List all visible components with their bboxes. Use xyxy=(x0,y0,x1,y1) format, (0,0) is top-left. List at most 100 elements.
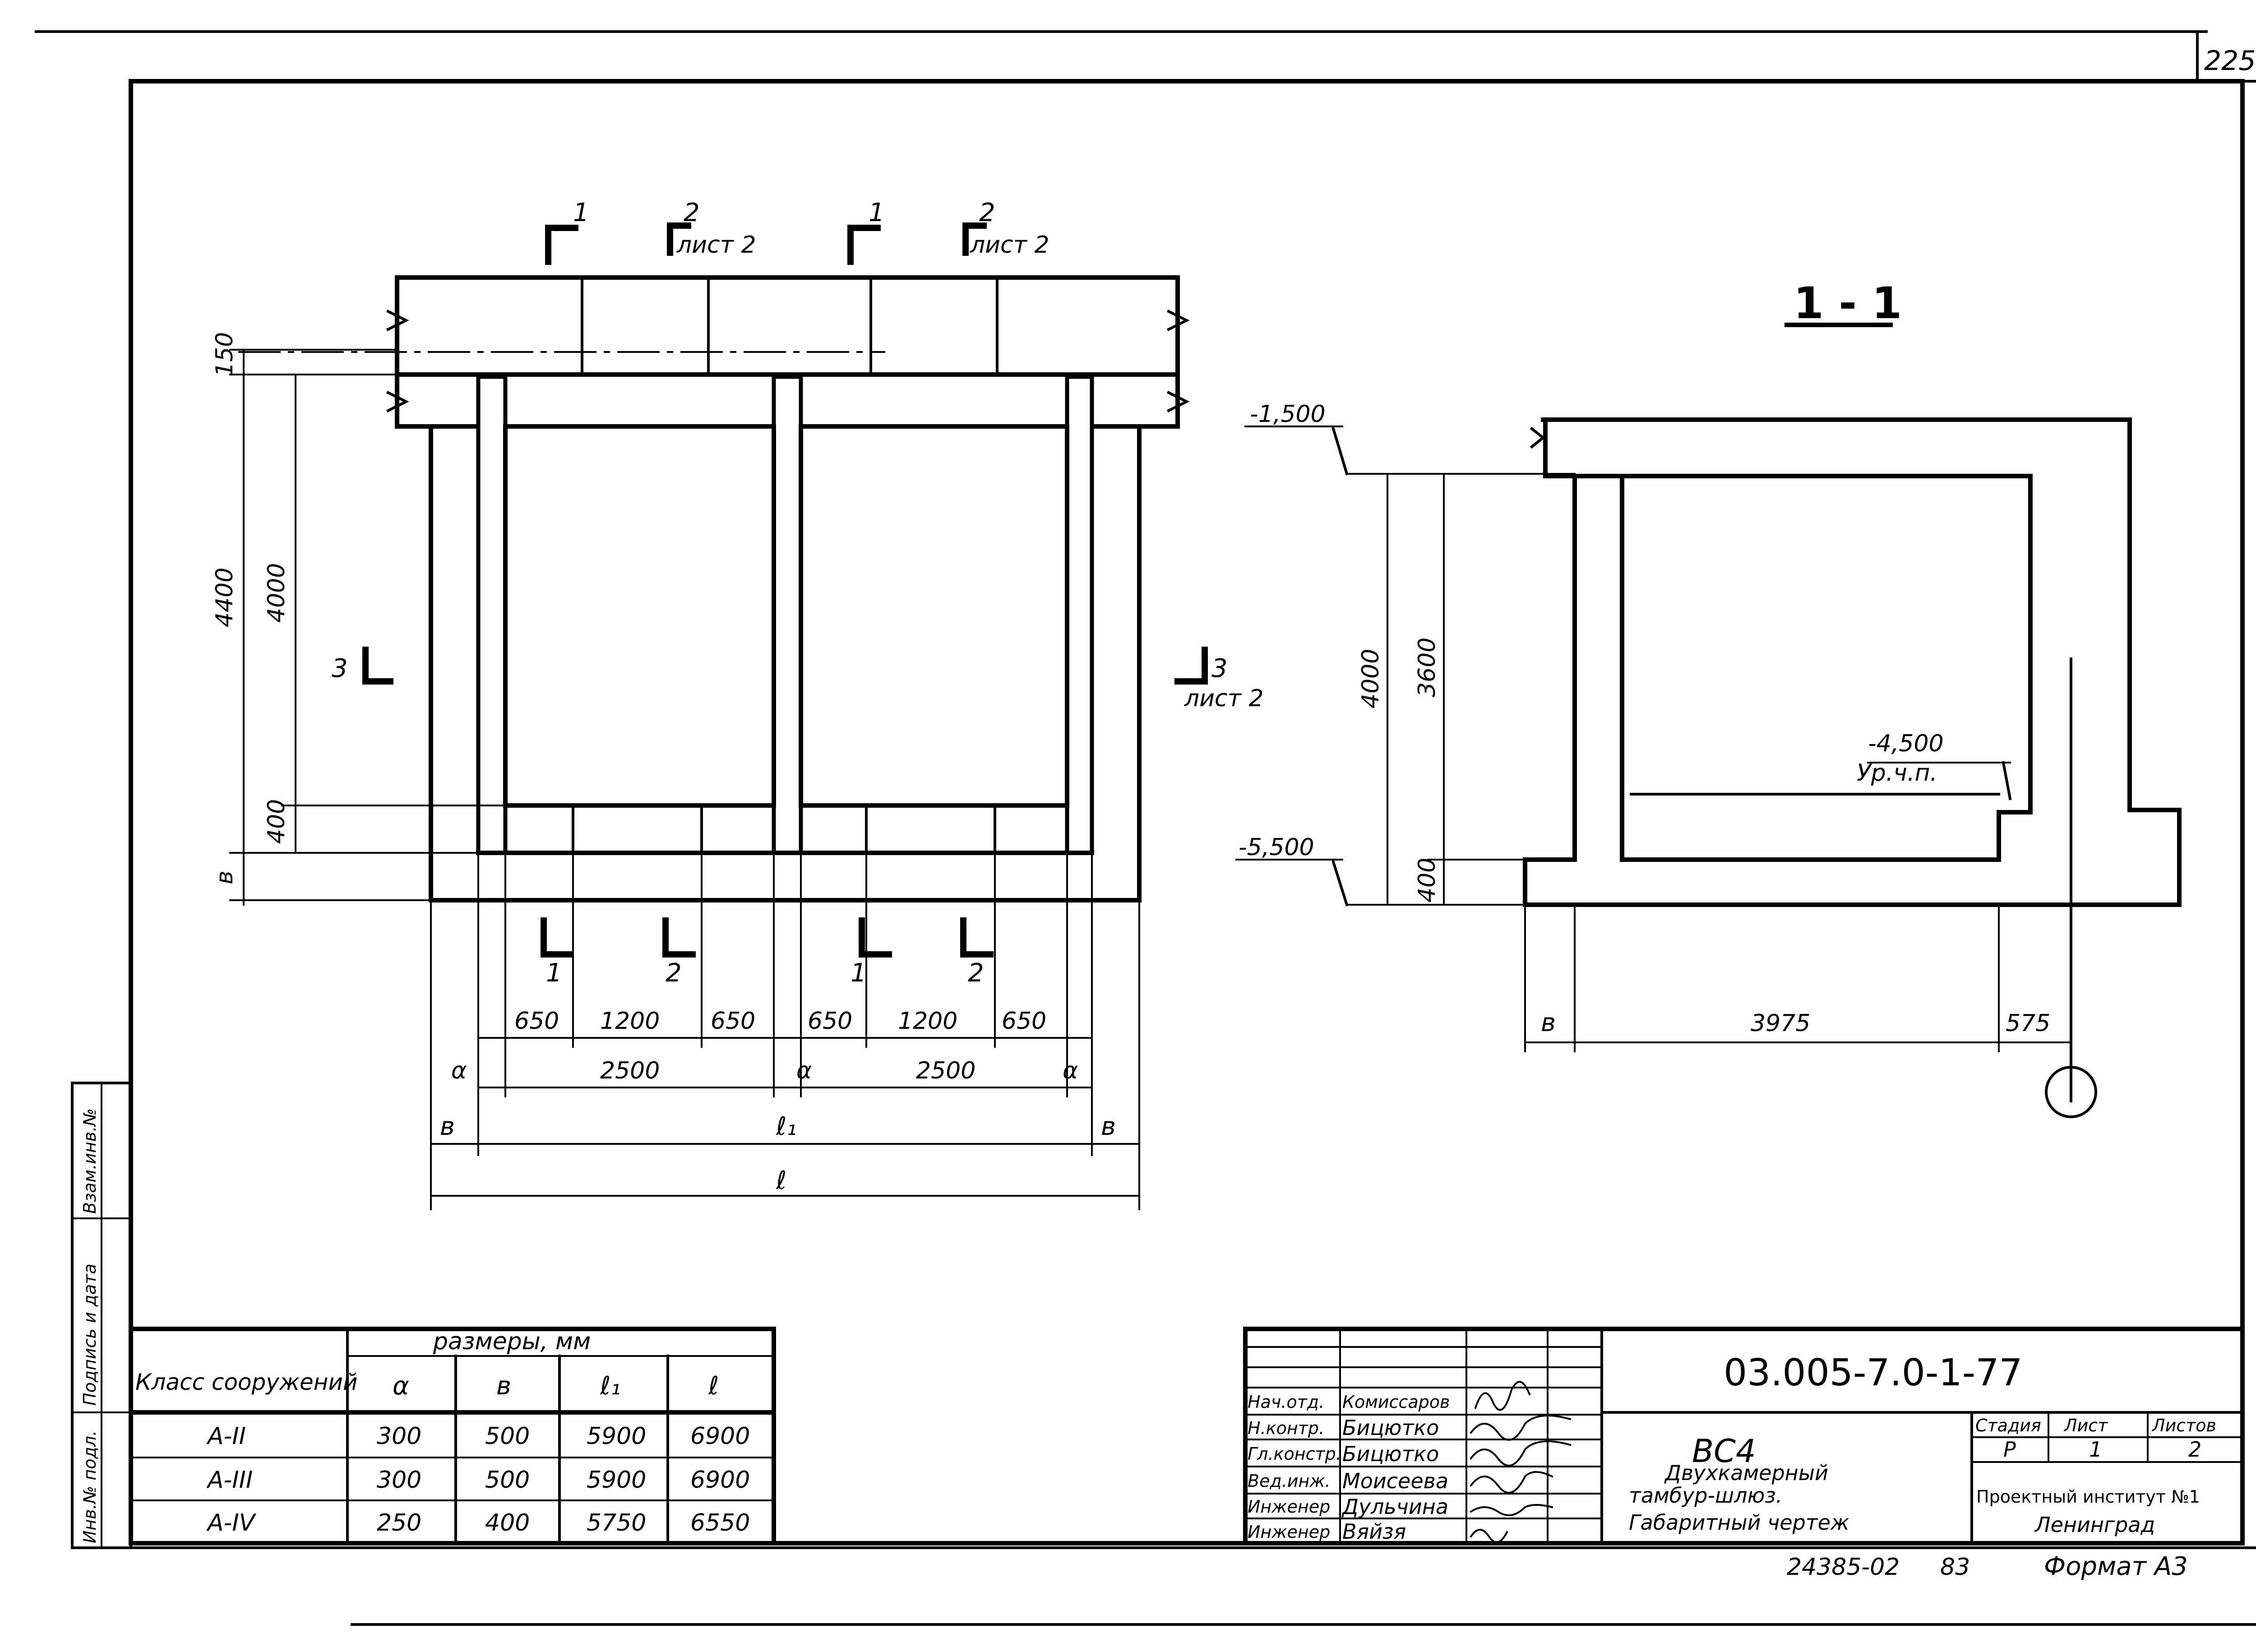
section-dim-3975: 3975 xyxy=(1751,1010,1810,1037)
plan-dim-150: 150 xyxy=(211,332,238,377)
plan-dim-1200b: 1200 xyxy=(898,1008,957,1035)
section-dim-575: 575 xyxy=(2006,1010,2050,1037)
size-table: Класс сооружений размеры, мм α в ℓ₁ ℓ А-… xyxy=(129,1327,776,1546)
staff-3-name: Бицютко xyxy=(1342,1442,1439,1466)
plan-cut-right-sheet: лист 2 xyxy=(1184,685,1264,712)
plan-cut-top-2a: 2 xyxy=(684,198,700,227)
plan-dim-a2: α xyxy=(796,1057,812,1084)
title-city: Ленинград xyxy=(2034,1513,2155,1537)
plan-dim-650a: 650 xyxy=(514,1008,559,1035)
title-name-line2: тамбур-шлюз. xyxy=(1629,1483,1782,1508)
plan-cut-top-1a: 1 xyxy=(573,198,589,227)
staff-2-name: Бицютко xyxy=(1342,1416,1439,1440)
plan-cut-bottom-2b: 2 xyxy=(968,958,984,988)
title-sheets: 2 xyxy=(2188,1437,2201,1462)
section-elev-floor: -4,500 xyxy=(1868,730,1944,757)
title-name-code: ВС4 xyxy=(1692,1433,1756,1470)
section-dim-4000: 4000 xyxy=(1357,649,1384,708)
plan-dim-650b: 650 xyxy=(711,1008,755,1035)
table-row-3-l1: 5750 xyxy=(587,1509,646,1536)
table-row-1-l1: 5900 xyxy=(587,1423,646,1450)
plan-cut-top-sheet-b: лист 2 xyxy=(970,231,1049,259)
plan-dim-v: в xyxy=(211,870,238,884)
section-dim-v: в xyxy=(1541,1008,1556,1037)
title-sheets-header: Листов xyxy=(2151,1416,2216,1435)
staff-4-name: Моисеева xyxy=(1342,1469,1448,1493)
table-row-2-l: 6900 xyxy=(690,1467,750,1494)
table-row-2-b: 500 xyxy=(485,1467,530,1494)
side-stamp-replace: Взам.инв.№ xyxy=(80,1108,100,1214)
table-col-a: α xyxy=(393,1371,409,1401)
title-code: 03.005-7.0-1-77 xyxy=(1724,1351,2023,1394)
plan-cut-bottom-1b: 1 xyxy=(851,958,867,988)
title-org: Проектный институт №1 xyxy=(1976,1487,2200,1507)
section-dim-400: 400 xyxy=(1414,858,1441,902)
title-stage: Р xyxy=(2003,1437,2016,1462)
footer: 24385-02 83 Формат А3 xyxy=(1787,1552,2188,1581)
plan-cut-left-3: 3 xyxy=(332,654,348,683)
side-stamp-sign: Подпись и дата xyxy=(80,1263,100,1406)
plan-dim-a3: α xyxy=(1063,1057,1078,1084)
plan-cut-bottom-2a: 2 xyxy=(666,958,682,988)
staff-6-role: Инженер xyxy=(1248,1522,1330,1542)
plan-dim-400: 400 xyxy=(263,799,290,844)
table-row-3-class: А-IV xyxy=(206,1509,257,1536)
section-elev-top: -1,500 xyxy=(1250,401,1326,428)
title-block: 03.005-7.0-1-77 Нач.отд. Комиссаров Н.ко… xyxy=(1243,1327,2245,1546)
footer-format: Формат А3 xyxy=(2044,1552,2188,1581)
section-floor-label: Ур.ч.п. xyxy=(1857,759,1937,787)
table-col-b: в xyxy=(496,1371,511,1401)
plan-dim-4400: 4400 xyxy=(211,568,238,627)
table-row-1-class: А-II xyxy=(206,1423,246,1450)
staff-6-name: Вяйзя xyxy=(1342,1519,1406,1544)
plan-dim-v2: в xyxy=(1101,1112,1116,1141)
table-row-1-b: 500 xyxy=(485,1423,530,1450)
side-stamp: Инв.№ подл. Подпись и дата Взам.инв.№ xyxy=(71,1082,132,1549)
table-header-class-text: Класс сооружений xyxy=(135,1369,357,1395)
plan-view: 150 4400 4000 400 в 1 2 1 2 лист 2 лист … xyxy=(211,198,1264,1210)
footer-inv: 24385-02 xyxy=(1787,1554,1900,1581)
section-title: 1 - 1 xyxy=(1794,278,1902,329)
table-row-3-a: 250 xyxy=(377,1509,421,1536)
section-elev-bottom: -5,500 xyxy=(1239,834,1314,861)
plan-dim-2500a: 2500 xyxy=(600,1057,660,1084)
plan-dim-1200a: 1200 xyxy=(600,1008,660,1035)
table-row-2-a: 300 xyxy=(377,1467,421,1494)
table-row-2-l1: 5900 xyxy=(587,1467,646,1494)
plan-dim-l1: ℓ₁ xyxy=(776,1112,797,1141)
title-sheet: 1 xyxy=(2089,1437,2102,1462)
plan-dim-4000: 4000 xyxy=(263,563,290,623)
table-col-l: ℓ xyxy=(708,1371,719,1401)
staff-5-role: Инженер xyxy=(1248,1497,1330,1517)
signature-marks xyxy=(1470,1381,1572,1543)
table-row-1-a: 300 xyxy=(377,1423,421,1450)
plan-dim-l: ℓ xyxy=(776,1166,786,1195)
table-header-sizes: размеры, мм xyxy=(433,1328,591,1355)
section-dim-3600: 3600 xyxy=(1414,638,1441,697)
staff-2-role: Н.контр. xyxy=(1248,1418,1324,1438)
staff-1-role: Нач.отд. xyxy=(1248,1392,1324,1412)
plan-cut-top-sheet-a: лист 2 xyxy=(676,231,756,259)
staff-1-name: Комиссаров xyxy=(1342,1392,1450,1412)
side-stamp-inv: Инв.№ подл. xyxy=(80,1430,100,1543)
plan-cut-bottom-1a: 1 xyxy=(546,958,562,988)
table-row-2-class: А-III xyxy=(206,1467,253,1494)
sheet-number: 225 xyxy=(2204,45,2256,77)
plan-cut-top-2b: 2 xyxy=(979,198,995,227)
section-view: 1 - 1 -1,500 -5,500 -4,500 Ур.ч.п. 4000 … xyxy=(1235,278,2182,1118)
plan-cut-right-3: 3 xyxy=(1211,654,1228,683)
footer-page: 83 xyxy=(1940,1554,1970,1581)
sheet-frame xyxy=(35,30,2256,1626)
plan-dim-v1: в xyxy=(440,1112,455,1141)
staff-5-name: Дульчина xyxy=(1341,1495,1448,1519)
staff-3-role: Гл.констр. xyxy=(1248,1444,1341,1464)
table-row-3-b: 400 xyxy=(485,1509,530,1536)
staff-4-role: Вед.инж. xyxy=(1248,1471,1331,1491)
title-stage-header: Стадия xyxy=(1975,1416,2041,1435)
title-sheet-header: Лист xyxy=(2063,1416,2108,1435)
title-name-line3: Габаритный чертеж xyxy=(1629,1510,1849,1535)
plan-dim-650d: 650 xyxy=(1002,1008,1046,1035)
title-name-line1: Двухкамерный xyxy=(1664,1461,1828,1485)
plan-dim-2500b: 2500 xyxy=(916,1057,975,1084)
plan-dim-a1: α xyxy=(451,1057,467,1084)
